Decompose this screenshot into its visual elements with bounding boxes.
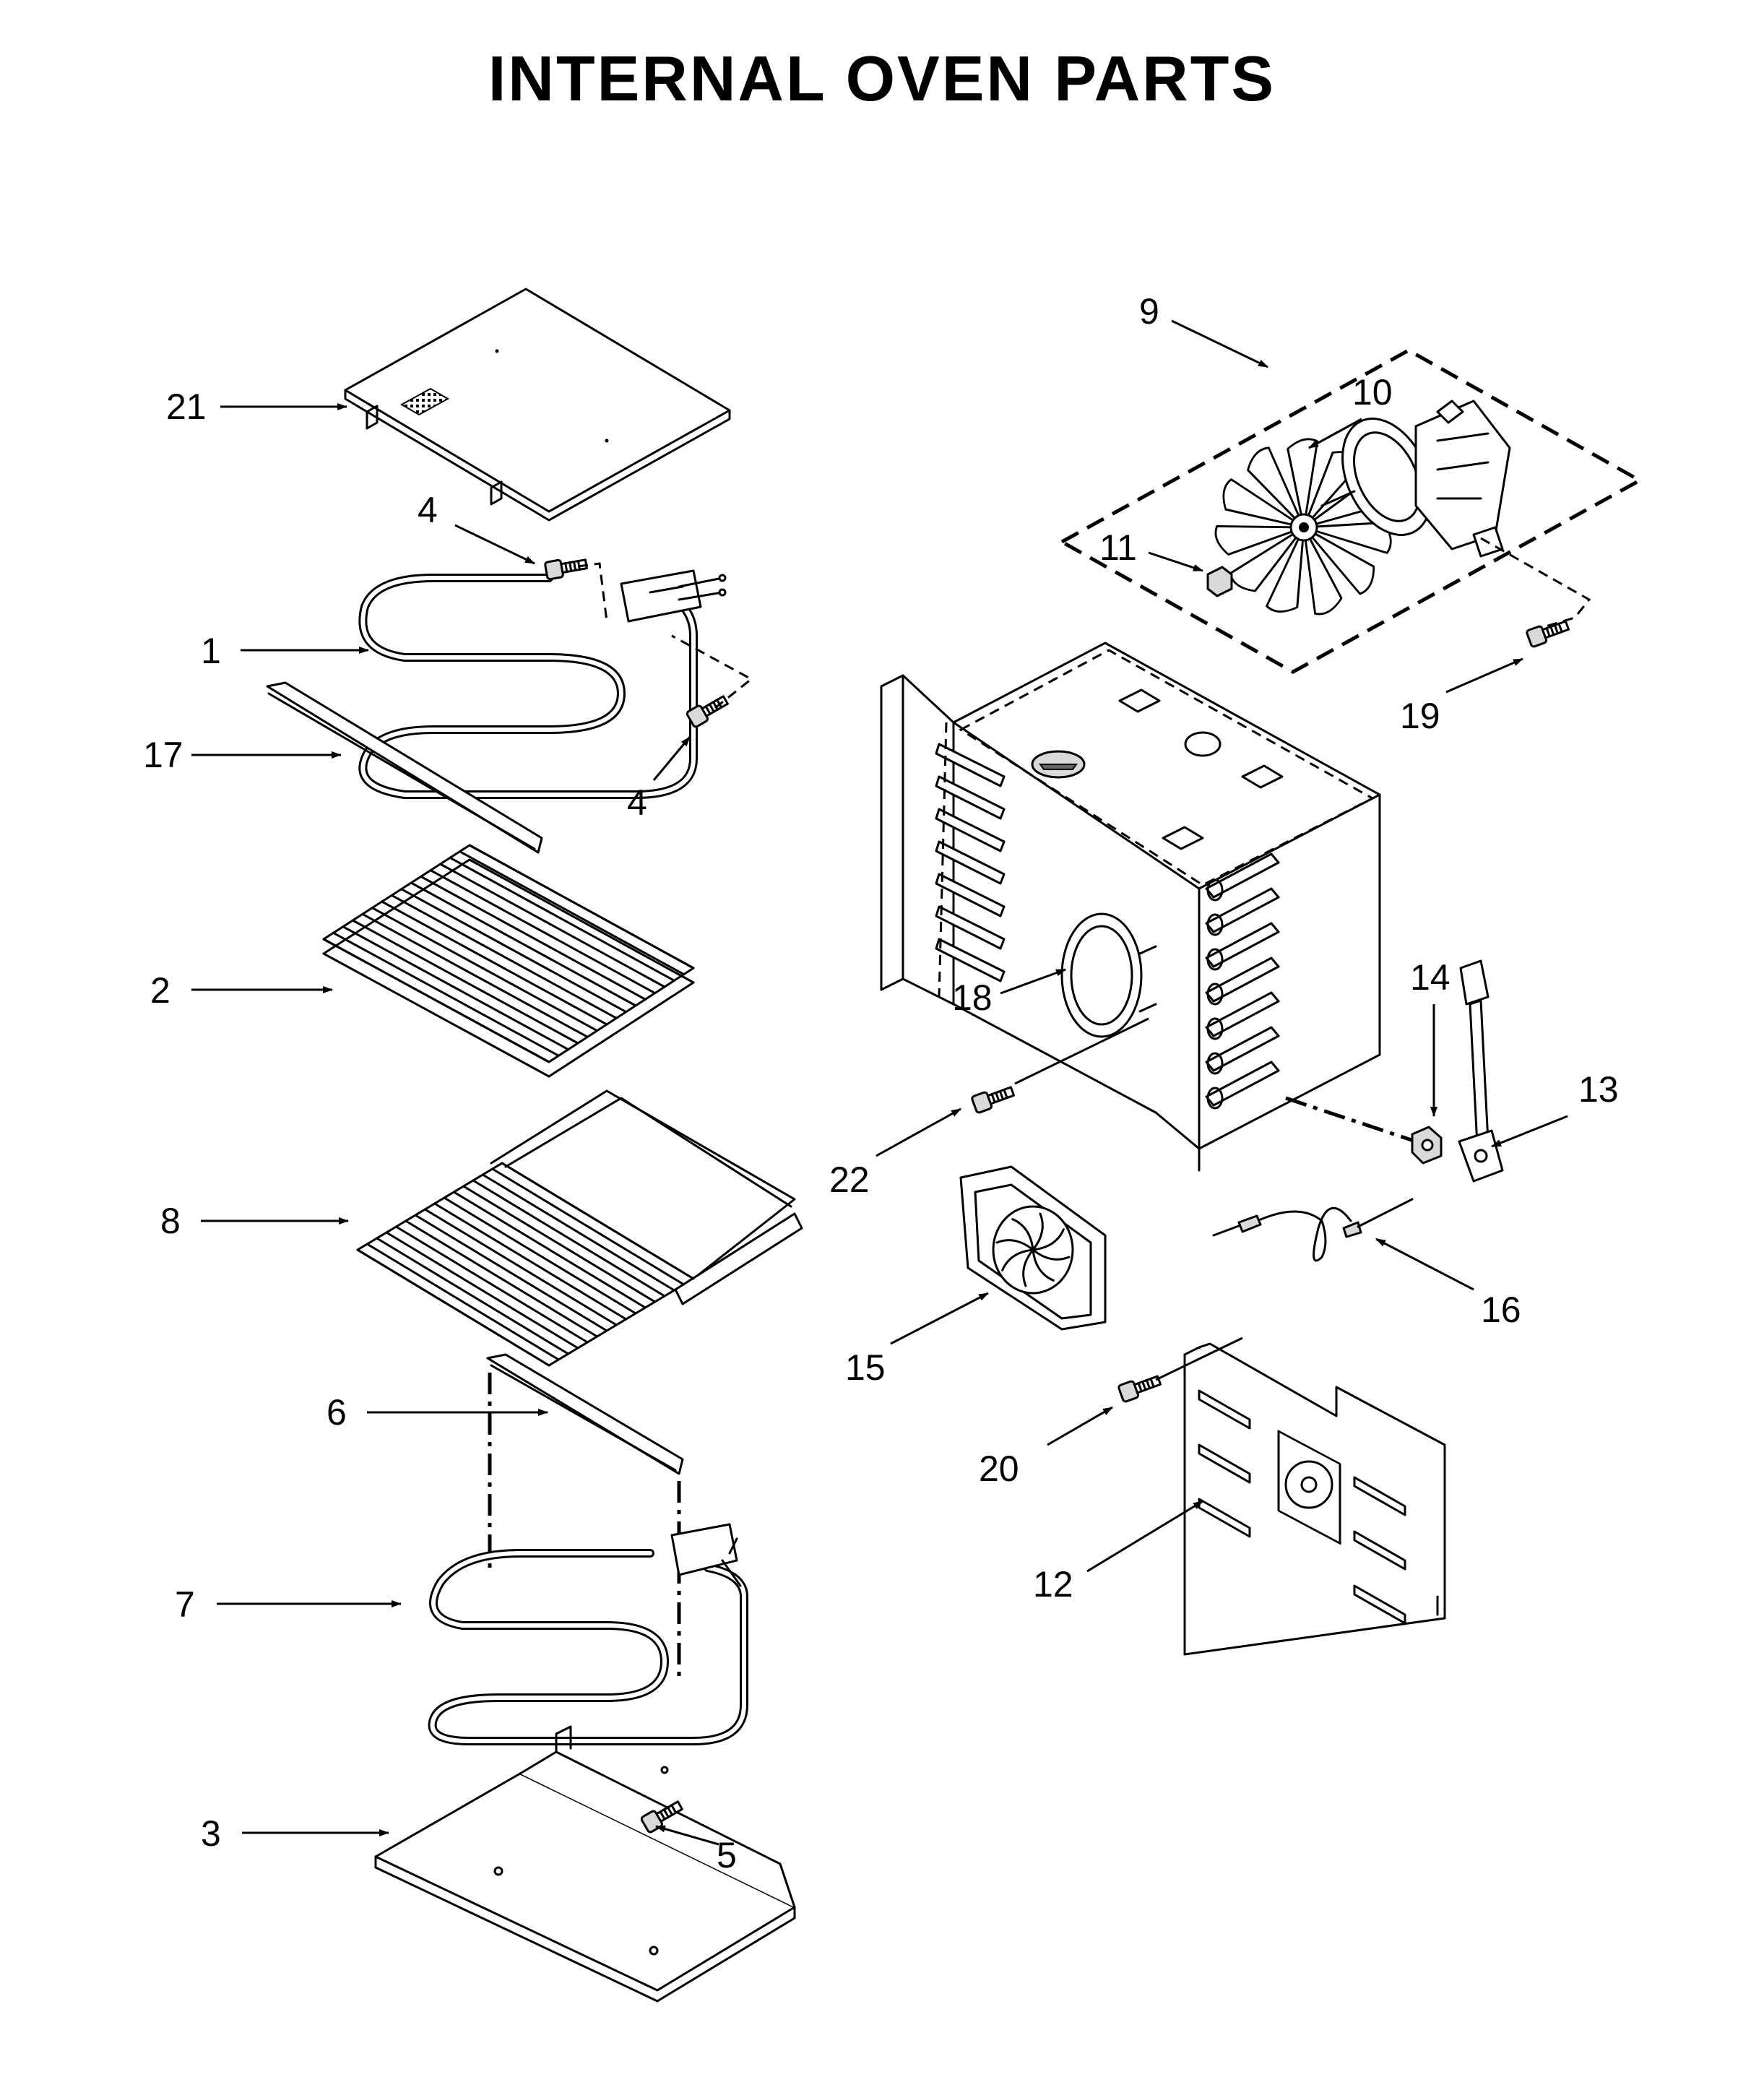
part-16-temperature-probe <box>1212 1198 1414 1262</box>
part-4-screw-upper <box>543 554 589 581</box>
part-21-top-cover <box>344 288 731 522</box>
callout-13: 13 <box>1578 1069 1619 1110</box>
part-19-screw <box>1525 616 1572 649</box>
callout-11: 11 <box>1099 527 1137 568</box>
leader-arrows <box>191 319 1568 1846</box>
part-20-screw <box>1117 1370 1164 1404</box>
part-7-bake-element <box>428 1523 748 1745</box>
callout-16: 16 <box>1481 1290 1521 1330</box>
callout-6: 6 <box>327 1392 347 1433</box>
part-11-fan-nut <box>1206 566 1233 597</box>
part-22-screw <box>970 1081 1017 1115</box>
part-8-sliding-rack <box>356 1089 803 1367</box>
callout-9: 9 <box>1139 291 1159 332</box>
callout-15: 15 <box>845 1347 886 1388</box>
oven-cavity <box>880 642 1381 1172</box>
callout-4-lower: 4 <box>627 782 647 823</box>
part-6-guide-lines <box>488 1373 681 1676</box>
part-13-hinge <box>1458 959 1504 1183</box>
callout-3: 3 <box>201 1813 221 1854</box>
part-6-trim <box>486 1353 684 1475</box>
callout-4-upper: 4 <box>418 490 438 530</box>
part-9-fan-assembly-outline <box>1058 348 1644 674</box>
callout-14: 14 <box>1410 957 1450 998</box>
callout-20: 20 <box>979 1448 1019 1489</box>
part-2-oven-rack <box>322 844 695 1078</box>
callout-7: 7 <box>175 1584 195 1625</box>
part-10-fan-blade <box>1214 438 1392 616</box>
cavity-guide-lines <box>938 722 948 998</box>
part-20-guide-line <box>1155 1337 1243 1381</box>
callout-17: 17 <box>143 735 183 775</box>
callout-18: 18 <box>952 977 993 1018</box>
fan-mount-guide <box>1480 537 1591 630</box>
part-14-nut <box>1411 1126 1443 1165</box>
callout-21: 21 <box>166 387 207 427</box>
callout-5: 5 <box>717 1835 737 1875</box>
part-22-guide-line <box>1014 1017 1149 1085</box>
callout-12: 12 <box>1033 1564 1073 1605</box>
callout-1: 1 <box>201 631 221 671</box>
part-17-front-trim <box>266 681 543 854</box>
part-4-guide-lines <box>577 562 753 709</box>
part-14-guide-line <box>1285 1096 1417 1144</box>
fan-motor <box>1320 400 1511 558</box>
callout-2: 2 <box>150 970 170 1011</box>
callout-22: 22 <box>829 1160 870 1200</box>
part-1-broil-element <box>358 569 727 799</box>
part-15-convection-cover <box>959 1165 1107 1331</box>
callout-19: 19 <box>1400 696 1440 736</box>
callout-8: 8 <box>160 1201 181 1241</box>
part-12-rear-panel <box>1183 1342 1446 1656</box>
diagram-title: INTERNAL OVEN PARTS <box>488 43 1276 114</box>
callout-10: 10 <box>1352 372 1393 413</box>
